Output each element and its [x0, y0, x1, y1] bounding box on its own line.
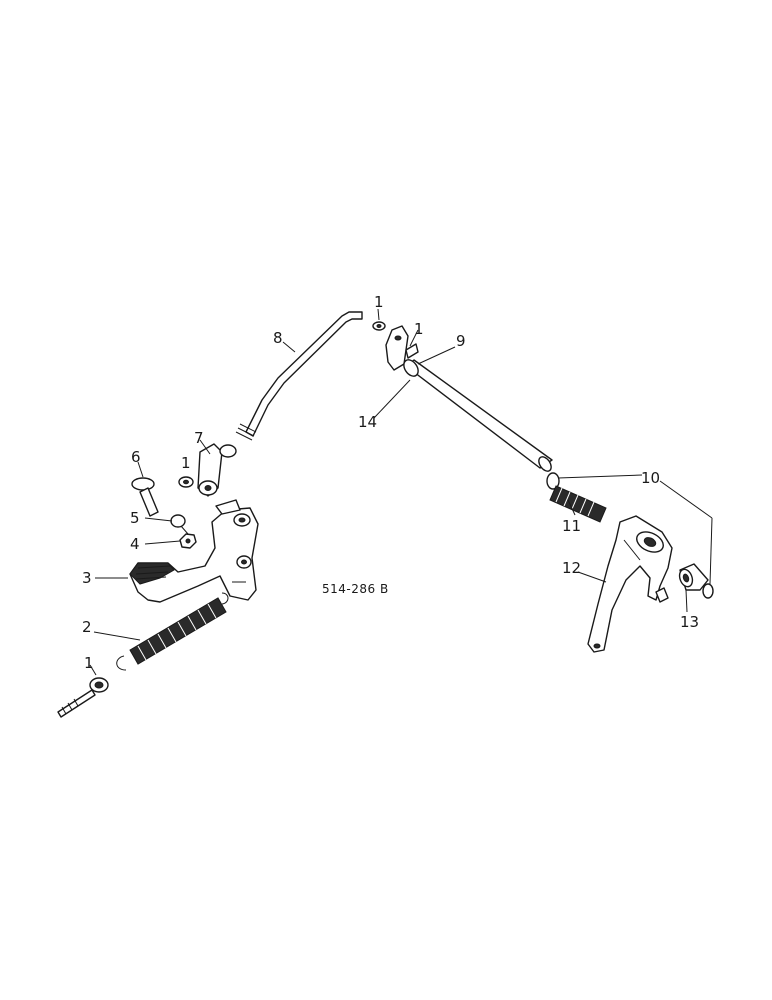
- part-3-pedal-lever: [129, 499, 259, 603]
- callout-1-top-washer: 1: [374, 293, 384, 311]
- callout-6-clevis-pin: 6: [131, 448, 141, 466]
- callout-9-shift-shaft: 9: [456, 332, 466, 350]
- part-5-bolt: [170, 514, 189, 535]
- callout-12-shift-fork: 12: [562, 559, 581, 577]
- callout-4-nut: 4: [130, 535, 140, 553]
- callout-13-bushing: 13: [680, 613, 699, 631]
- callout-1-clevis-washer: 1: [181, 454, 191, 472]
- callout-10-o-rings: 10: [641, 469, 660, 487]
- callout-2-spring: 2: [82, 618, 92, 636]
- callout-11-spring: 11: [562, 517, 581, 535]
- part-7-clevis: [197, 443, 237, 497]
- part-6-clevis-pin: [131, 477, 159, 517]
- part-12-shift-fork: [587, 515, 673, 653]
- part-11-spring: [549, 485, 607, 523]
- part-4-nut: [179, 533, 197, 549]
- callout-14: 14: [358, 413, 377, 431]
- part-2-spring: [116, 592, 229, 671]
- callout-5-bolt: 5: [130, 509, 140, 527]
- washer-1-top: [372, 321, 386, 331]
- callout-3-pedal-lever: 3: [82, 569, 92, 587]
- pin-1-shaft: [405, 343, 419, 359]
- part-8-shift-rod: [235, 311, 363, 441]
- part-9-shift-shaft: [385, 325, 553, 472]
- callout-1-shaft-pin: 1: [414, 320, 424, 338]
- part-10-o-rings: [546, 472, 714, 599]
- callout-1-eye-bolt: 1: [84, 654, 94, 672]
- callout-7-clevis: 7: [194, 429, 204, 447]
- part-1-eye-bolt: [57, 677, 109, 718]
- part-13-bushing: [678, 563, 709, 591]
- leader-lines: [89, 308, 713, 676]
- washer-1-left: [178, 476, 194, 488]
- diagram-reference-code: 514-286 B: [322, 582, 389, 596]
- callout-8-shift-rod: 8: [273, 329, 283, 347]
